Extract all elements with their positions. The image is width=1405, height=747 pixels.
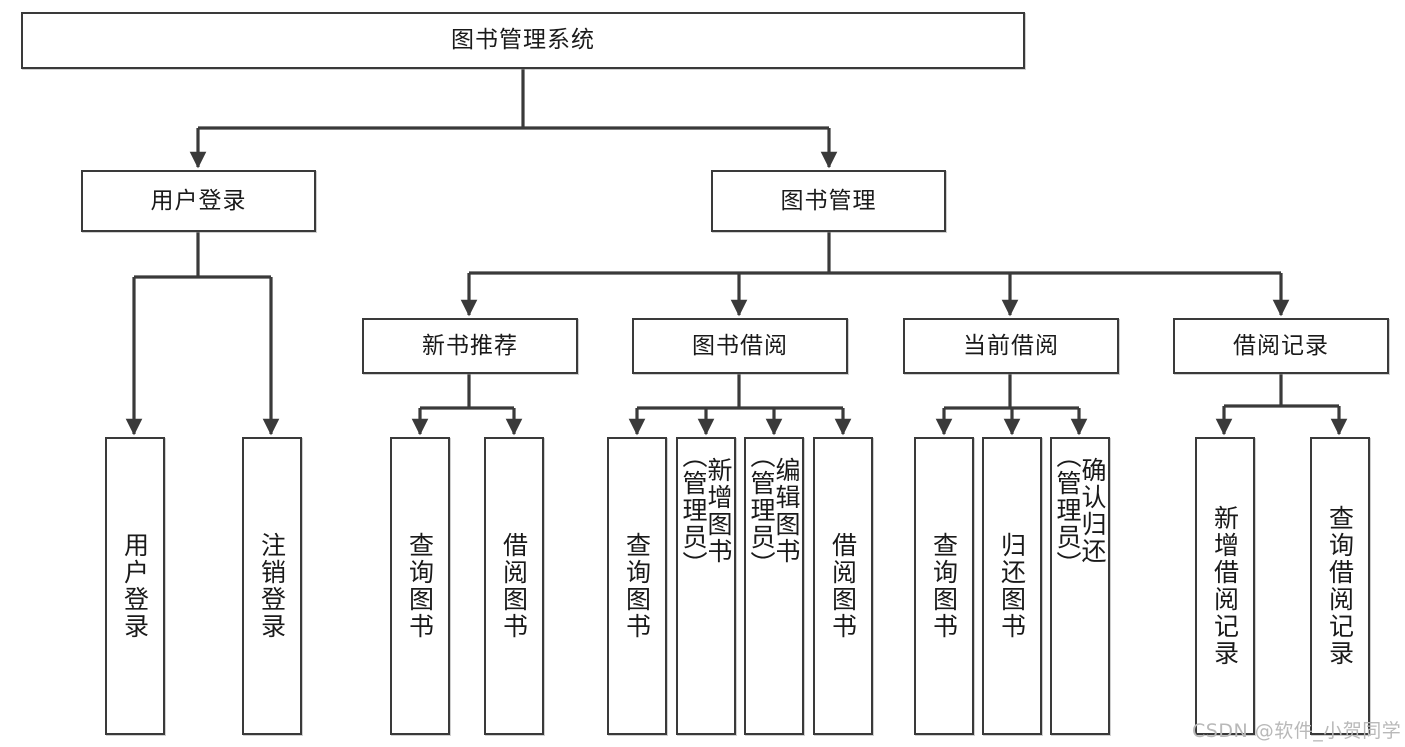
node-leaf-confirm-return-admin[interactable]: 确认归还 （管理员） [1050,437,1110,735]
node-label: 图书管理系统 [451,27,595,54]
node-leaf-borrow-book-new[interactable]: 借阅图书 [484,437,544,735]
node-leaf-user-login[interactable]: 用户登录 [105,437,165,735]
node-label: 新增图书 （管理员） [679,443,733,578]
node-label: 确认归还 （管理员） [1053,443,1107,578]
node-leaf-user-logout[interactable]: 注销登录 [242,437,302,735]
node-leaf-borrow-book-borrow[interactable]: 借阅图书 [813,437,873,735]
node-leaf-query-borrow-record[interactable]: 查询借阅记录 [1310,437,1370,735]
node-leaf-edit-book-admin[interactable]: 编辑图书 （管理员） [744,437,804,735]
node-leaf-return-book[interactable]: 归还图书 [982,437,1042,735]
node-label: 查询图书 [929,532,959,640]
node-label: 借阅记录 [1233,332,1329,359]
node-label: 查询借阅记录 [1325,505,1355,667]
node-new-book-recommendation[interactable]: 新书推荐 [362,318,578,374]
node-book-management[interactable]: 图书管理 [711,170,946,232]
node-label: 图书借阅 [692,332,788,359]
csdn-watermark: CSDN @软件_小贺同学 [1192,720,1402,742]
node-leaf-add-book-admin[interactable]: 新增图书 （管理员） [676,437,736,735]
node-label: 当前借阅 [963,332,1059,359]
node-book-borrowing[interactable]: 图书借阅 [632,318,848,374]
node-label: 注销登录 [257,532,287,640]
node-label: 新书推荐 [422,332,518,359]
node-label: 归还图书 [997,532,1027,640]
node-label: 图书管理 [780,187,877,214]
node-leaf-query-book-new[interactable]: 查询图书 [390,437,450,735]
node-label: 查询图书 [405,532,435,640]
node-label: 借阅图书 [499,532,529,640]
node-label: 用户登录 [120,532,150,640]
node-label: 编辑图书 （管理员） [747,443,801,578]
node-label: 查询图书 [622,532,652,640]
node-current-borrowing[interactable]: 当前借阅 [903,318,1119,374]
node-label: 新增借阅记录 [1210,505,1240,667]
node-leaf-query-book-borrow[interactable]: 查询图书 [607,437,667,735]
node-borrowing-records[interactable]: 借阅记录 [1173,318,1389,374]
node-leaf-add-borrow-record[interactable]: 新增借阅记录 [1195,437,1255,735]
node-leaf-query-book-current[interactable]: 查询图书 [914,437,974,735]
node-label: 用户登录 [150,187,247,214]
node-root-book-management-system[interactable]: 图书管理系统 [21,12,1025,69]
node-user-login[interactable]: 用户登录 [81,170,316,232]
node-label: 借阅图书 [828,532,858,640]
